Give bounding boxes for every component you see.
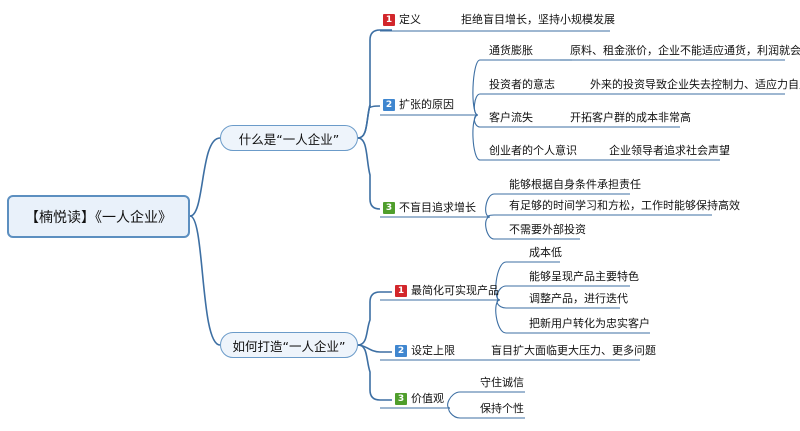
root-topic-label: 【楠悦读】《一人企业》 bbox=[25, 209, 172, 226]
priority-1-icon: 1 bbox=[383, 14, 395, 26]
list-item[interactable]: 调整产品，进行迭代 bbox=[529, 292, 628, 305]
reason-label[interactable]: 创业者的个人意识 bbox=[489, 144, 577, 157]
list-item[interactable]: 能够呈现产品主要特色 bbox=[529, 270, 639, 283]
branch-mvp[interactable]: 最简化可实现产品 bbox=[411, 284, 499, 297]
branch-values[interactable]: 价值观 bbox=[411, 392, 444, 405]
branch-definition[interactable]: 定义 bbox=[399, 13, 421, 26]
reason-detail[interactable]: 开拓客户群的成本非常高 bbox=[570, 111, 691, 124]
list-item[interactable]: 守住诚信 bbox=[480, 376, 524, 389]
priority-2-icon: 2 bbox=[395, 345, 407, 357]
priority-1-icon: 1 bbox=[395, 285, 407, 297]
reason-label[interactable]: 通货膨胀 bbox=[489, 44, 533, 57]
leaf-definition[interactable]: 拒绝盲目增长，坚持小规模发展 bbox=[461, 13, 615, 26]
list-item[interactable]: 把新用户转化为忠实客户 bbox=[529, 317, 650, 330]
reason-detail[interactable]: 外来的投资导致企业失去控制力、适应力自主性 bbox=[590, 78, 800, 91]
main-topic-what-is[interactable]: 什么是“一人企业” bbox=[220, 125, 358, 151]
main-topic-how-to-build-label: 如何打造“一人企业” bbox=[232, 338, 346, 354]
leaf-set-limit[interactable]: 盲目扩大面临更大压力、更多问题 bbox=[491, 344, 656, 357]
list-item[interactable]: 保持个性 bbox=[480, 402, 524, 415]
priority-2-icon: 2 bbox=[383, 99, 395, 111]
reason-label[interactable]: 投资者的意志 bbox=[489, 78, 555, 91]
list-item[interactable]: 不需要外部投资 bbox=[509, 223, 586, 236]
branch-expansion-reasons[interactable]: 扩张的原因 bbox=[399, 98, 454, 111]
priority-3-icon: 3 bbox=[395, 393, 407, 405]
branch-no-blind-growth[interactable]: 不盲目追求增长 bbox=[399, 201, 476, 214]
main-topic-how-to-build[interactable]: 如何打造“一人企业” bbox=[220, 332, 358, 358]
reason-label[interactable]: 客户流失 bbox=[489, 111, 533, 124]
main-topic-what-is-label: 什么是“一人企业” bbox=[238, 131, 340, 147]
list-item[interactable]: 能够根据自身条件承担责任 bbox=[509, 178, 641, 191]
reason-detail[interactable]: 企业领导者追求社会声望 bbox=[609, 144, 730, 157]
reason-detail[interactable]: 原料、租金涨价，企业不能适应通货，利润就会受损 bbox=[570, 44, 800, 57]
list-item[interactable]: 成本低 bbox=[529, 246, 562, 259]
priority-3-icon: 3 bbox=[383, 202, 395, 214]
branch-set-limit[interactable]: 设定上限 bbox=[411, 344, 455, 357]
root-topic[interactable]: 【楠悦读】《一人企业》 bbox=[7, 195, 190, 238]
list-item[interactable]: 有足够的时间学习和方松，工作时能够保持高效 bbox=[509, 199, 740, 212]
